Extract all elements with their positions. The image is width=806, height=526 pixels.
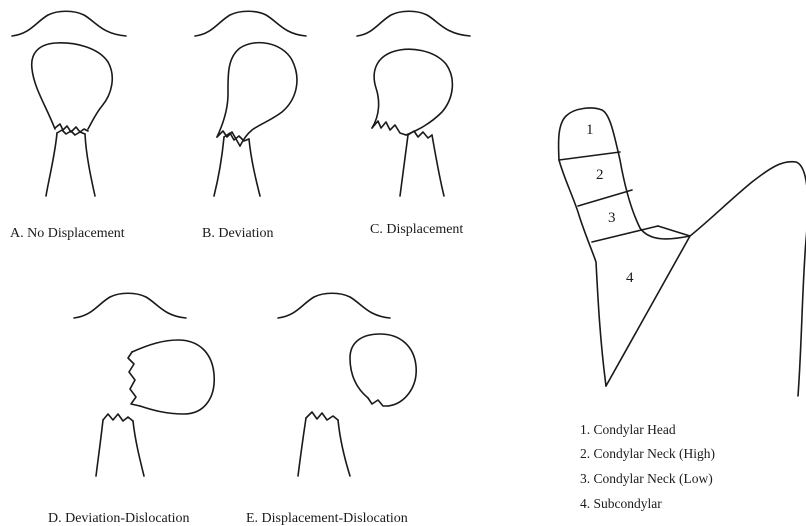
panel-displacement-dislocation: E. Displacement-Dislocation (246, 293, 416, 526)
region-number-condylar-head: 1 (586, 122, 594, 138)
fracture-line-lower (408, 131, 432, 138)
fracture-line-lower (103, 414, 133, 421)
fracture-line (128, 352, 140, 406)
ramus-outline (96, 420, 144, 476)
caption-displacement: C. Displacement (370, 222, 463, 237)
ramus-outline (400, 135, 444, 196)
subcondylar-line (606, 236, 690, 386)
coronoid-notch-line (658, 226, 690, 236)
region-number-subcondylar: 4 (626, 270, 634, 286)
ramus-outline (46, 133, 95, 196)
ramus-outline (298, 418, 350, 476)
glenoid-fossa-outline (357, 11, 470, 36)
condylar-head-outline (217, 43, 297, 146)
mandible-ramus-diagram: 1 2 3 4 1. Condylar Head 2. Condylar Nec… (559, 108, 806, 511)
division-line-3 (592, 226, 658, 242)
glenoid-fossa-outline (12, 11, 126, 36)
panel-deviation-dislocation: D. Deviation-Dislocation (48, 293, 214, 526)
ramus-outline (559, 108, 806, 396)
legend-condylar-head: 1. Condylar Head (580, 422, 676, 437)
legend-condylar-neck-low: 3. Condylar Neck (Low) (580, 471, 713, 486)
condylar-head-outline (132, 340, 214, 414)
panel-no-displacement: A. No Displacement (10, 11, 126, 241)
caption-deviation: B. Deviation (202, 226, 274, 241)
ramus-posterior-border (559, 160, 606, 386)
glenoid-fossa-outline (195, 11, 306, 36)
legend-subcondylar: 4. Subcondylar (580, 496, 662, 511)
caption-displacement-dislocation: E. Displacement-Dislocation (246, 511, 408, 526)
condylar-head-outline (372, 49, 452, 135)
fracture-line (368, 398, 388, 406)
condylar-head-outline (350, 334, 416, 406)
panel-displacement: C. Displacement (357, 11, 470, 237)
fracture-line-lower (306, 412, 338, 420)
caption-deviation-dislocation: D. Deviation-Dislocation (48, 511, 190, 526)
fracture-line (372, 121, 406, 135)
ramus-outline (214, 137, 260, 196)
region-number-condylar-neck-high: 2 (596, 167, 604, 183)
division-line-1 (559, 152, 620, 160)
panel-deviation: B. Deviation (195, 11, 306, 241)
caption-no-displacement: A. No Displacement (10, 226, 125, 241)
division-line-2 (578, 190, 632, 206)
condylar-head-outline (32, 43, 113, 129)
region-number-condylar-neck-low: 3 (608, 210, 616, 226)
glenoid-fossa-outline (278, 293, 390, 318)
glenoid-fossa-outline (74, 293, 186, 318)
legend-condylar-neck-high: 2. Condylar Neck (High) (580, 446, 715, 461)
